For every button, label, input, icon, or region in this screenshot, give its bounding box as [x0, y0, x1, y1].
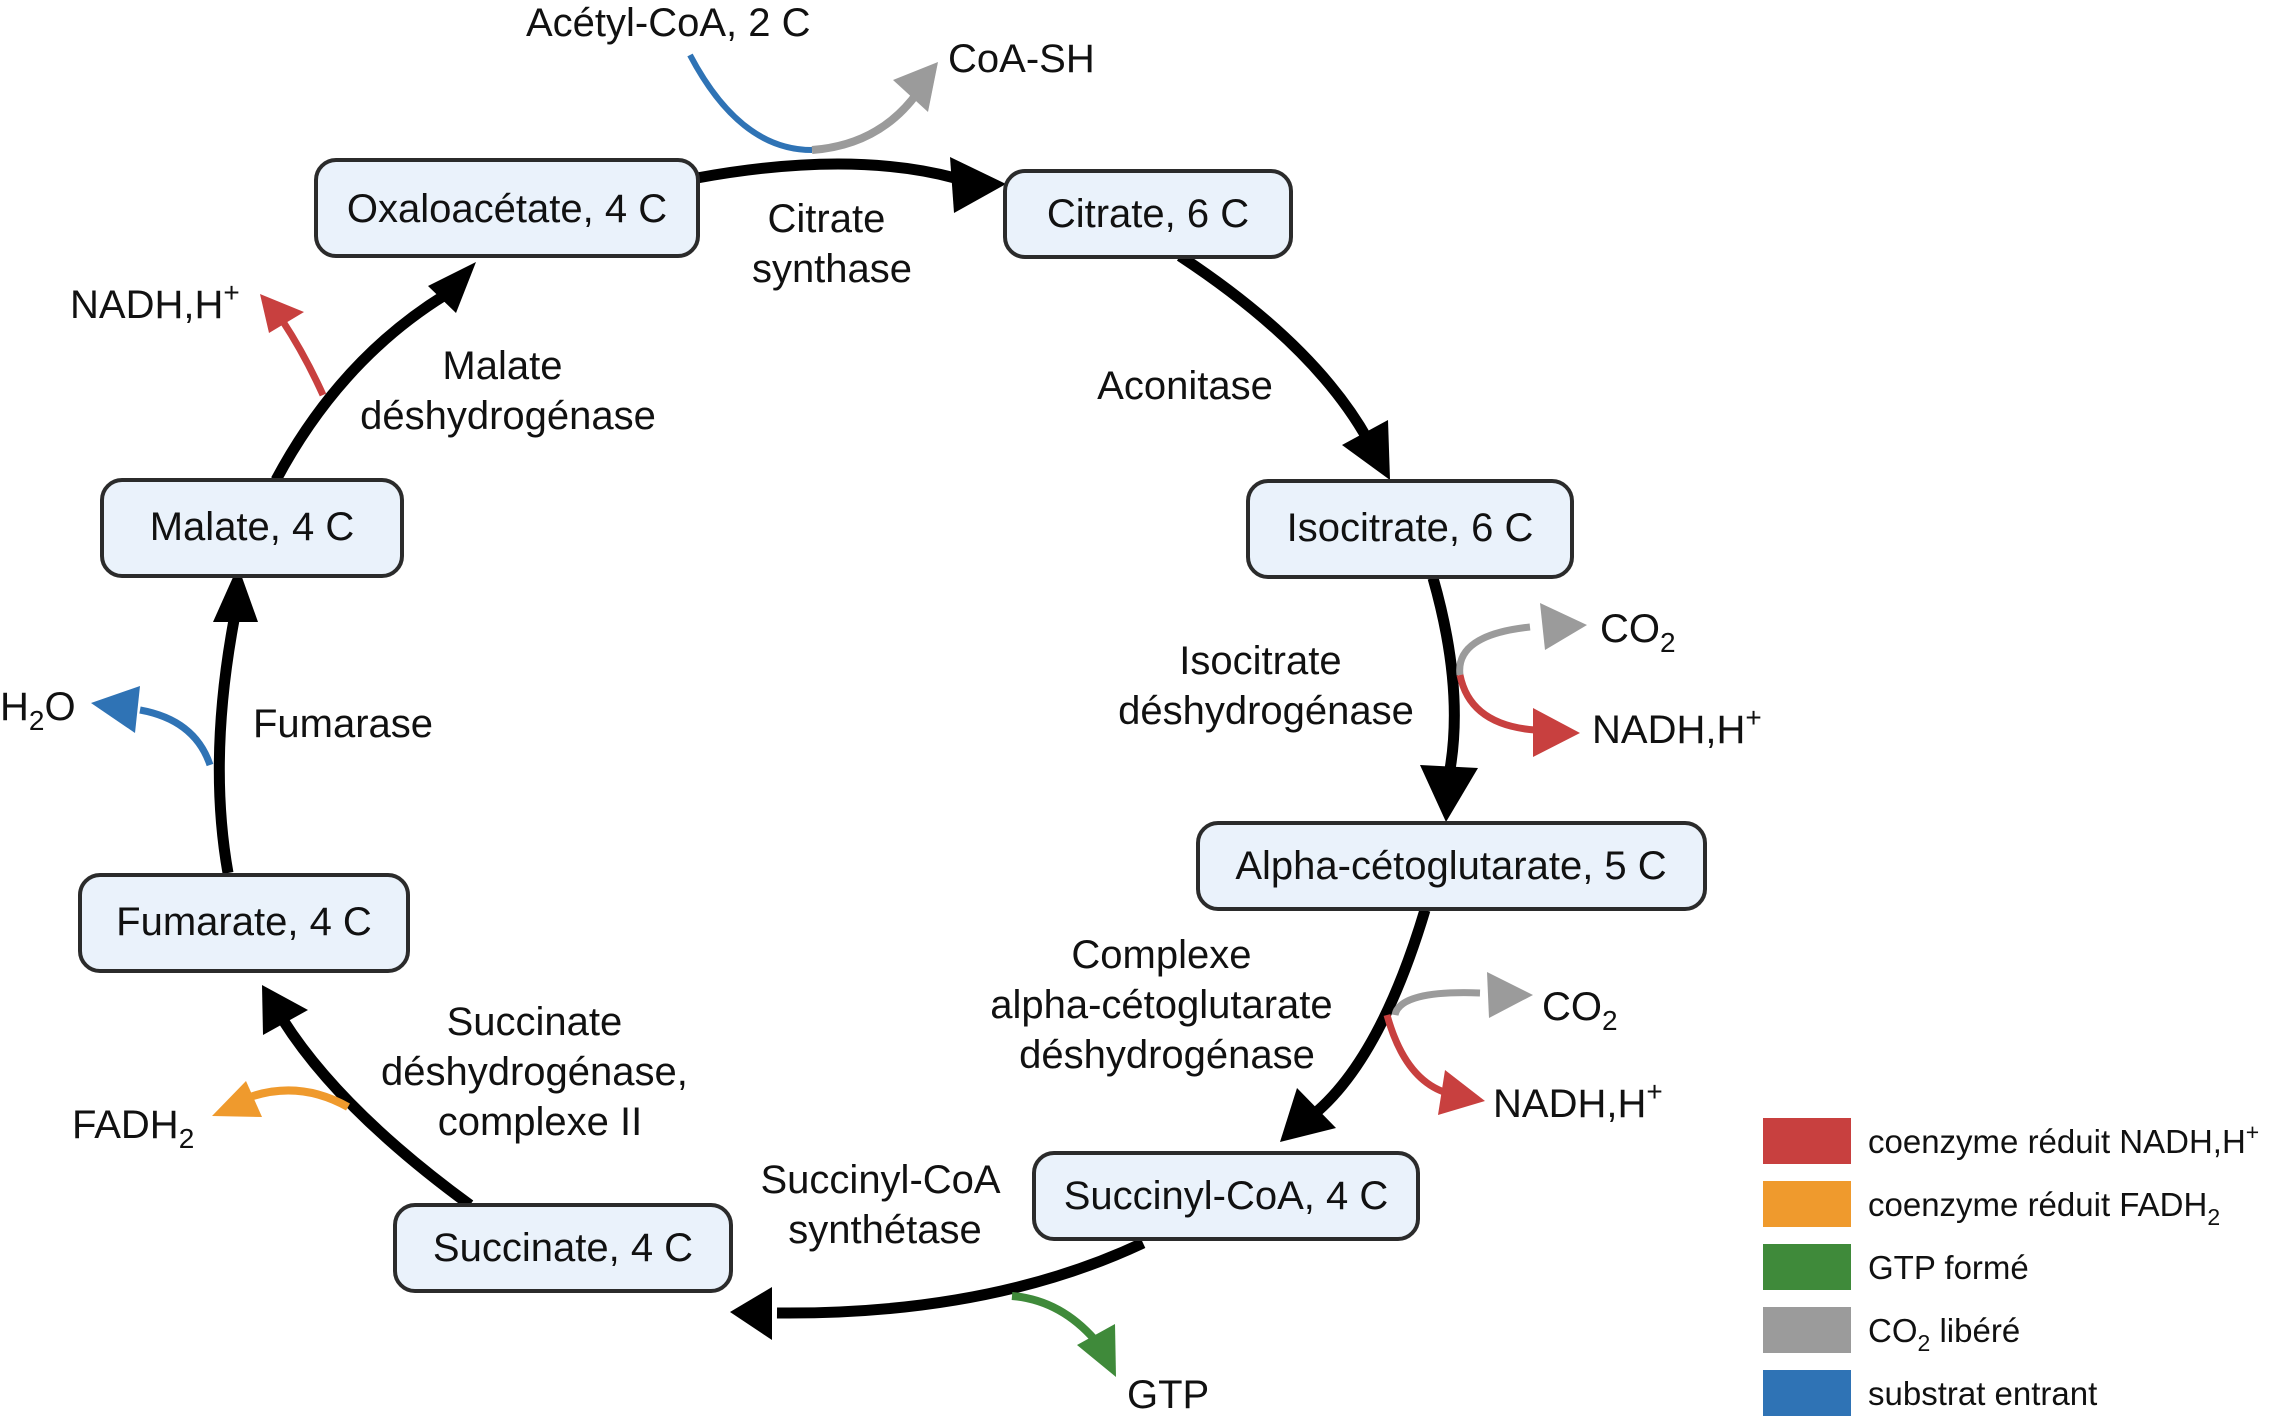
legend-label-co2: CO2 libéré [1868, 1312, 2020, 1356]
legend-swatch-nadh [1763, 1118, 1851, 1164]
fadh2-output-arrow [248, 1086, 350, 1111]
arrowhead-citrate [950, 157, 1006, 213]
co2-label-akg: CO2 [1542, 985, 1618, 1036]
node-label-oxaloacetate: Oxaloacétate, 4 C [347, 187, 667, 231]
akg-co2-arrow [1391, 989, 1481, 1017]
legend-swatch-gtp [1763, 1244, 1851, 1290]
node-label-alpha-ketoglutarate: Alpha-cétoglutarate, 5 C [1235, 844, 1666, 888]
enzyme-isocitrate-dehydrogenase: Isocitrate déshydrogénase [1118, 639, 1414, 733]
isocitrate-co2-arrowhead [1540, 603, 1587, 650]
legend-item: coenzyme réduit NADH,H+ [1763, 1118, 2259, 1164]
legend-label-nadh: coenzyme réduit NADH,H+ [1868, 1119, 2259, 1160]
node-succinate: Succinate, 4 C [393, 1203, 733, 1293]
co2-label-isocitrate: CO2 [1600, 607, 1676, 658]
enzyme-succinate-dehydrogenase: Succinate déshydrogénase, complexe II [381, 1000, 699, 1144]
nadh-label-isocitrate: NADH,H+ [1592, 702, 1762, 752]
node-succinyl-coa: Succinyl-CoA, 4 C [1032, 1151, 1420, 1241]
arrowhead-succinate [730, 1287, 772, 1340]
node-label-malate: Malate, 4 C [150, 505, 355, 549]
fadh2-arrowhead [212, 1081, 262, 1117]
gtp-label: GTP [1127, 1373, 1209, 1417]
enzyme-fumarase: Fumarase [253, 702, 433, 746]
enzyme-aconitase: Aconitase [1097, 364, 1273, 408]
acetyl-coa-label: Acétyl-CoA, 2 C [526, 1, 811, 45]
arrowhead-akg [1420, 765, 1478, 822]
gtp-arrowhead [1077, 1324, 1116, 1377]
legend-item: CO2 libéré [1763, 1307, 2020, 1356]
cycle-arrowheads [213, 157, 1478, 1340]
isocitrate-co2-arrow [1456, 623, 1531, 676]
legend-swatch-co2 [1763, 1307, 1851, 1353]
enzyme-succinyl-coa-synthetase: Succinyl-CoA synthétase [761, 1158, 1010, 1252]
coa-sh-arrowhead [893, 62, 938, 112]
isocitrate-nadh-arrowhead [1533, 708, 1580, 757]
h2o-output-arrow [139, 706, 214, 767]
enzyme-malate-dehydrogenase: Malate déshydrogénase [360, 344, 656, 438]
node-malate: Malate, 4 C [100, 478, 404, 578]
akg-nadh-arrowhead [1438, 1070, 1485, 1115]
node-oxaloacetate: Oxaloacétate, 4 C [314, 158, 700, 258]
arrowhead-fumarate [262, 985, 308, 1035]
node-isocitrate: Isocitrate, 6 C [1246, 479, 1574, 579]
arrowhead-malate [213, 566, 258, 622]
malate-nadh-arrowhead [260, 294, 304, 333]
node-label-succinyl-coa: Succinyl-CoA, 4 C [1064, 1174, 1389, 1218]
legend-item: GTP formé [1763, 1244, 2029, 1290]
node-label-isocitrate: Isocitrate, 6 C [1287, 506, 1534, 550]
arrow-fumarate-to-malate [213, 618, 240, 874]
coa-sh-label: CoA-SH [948, 37, 1095, 81]
legend-label-gtp: GTP formé [1868, 1249, 2029, 1286]
node-alpha-ketoglutarate: Alpha-cétoglutarate, 5 C [1196, 821, 1707, 911]
legend-label-substrate: substrat entrant [1868, 1375, 2097, 1412]
arrow-succinylcoa-to-succinate [776, 1238, 1146, 1319]
arrow-oxaloacetate-to-citrate [696, 158, 957, 184]
legend-swatch-fadh [1763, 1181, 1851, 1227]
node-citrate: Citrate, 6 C [1003, 169, 1293, 259]
arrow-malate-to-oxaloacetate [271, 290, 448, 483]
h2o-label: H2O [0, 685, 76, 736]
arrowhead-oxaloacetate [428, 262, 476, 313]
acetyl-coa-input-arrow [687, 53, 813, 153]
enzyme-akg-dehydrogenase-complex: Complexe alpha-cétoglutarate déshydrogén… [990, 933, 1344, 1077]
node-label-fumarate: Fumarate, 4 C [116, 900, 372, 944]
arrowhead-isocitrate [1342, 420, 1390, 480]
node-fumarate: Fumarate, 4 C [78, 873, 410, 973]
enzyme-citrate-synthase: Citrate synthase [752, 197, 912, 291]
legend-swatch-substrate [1763, 1370, 1851, 1416]
fadh2-label: FADH2 [72, 1103, 194, 1154]
legend-label-fadh: coenzyme réduit FADH2 [1868, 1186, 2220, 1230]
malate-nadh-arrow [279, 318, 327, 397]
akg-co2-arrowhead [1487, 972, 1533, 1018]
h2o-arrowhead [91, 686, 140, 733]
node-label-succinate: Succinate, 4 C [433, 1226, 693, 1270]
nadh-label-malate: NADH,H+ [70, 277, 240, 327]
gtp-output-arrow [1011, 1292, 1099, 1343]
arrow-akg-to-succinylcoa [1309, 908, 1431, 1120]
arrow-isocitrate-to-akg [1427, 576, 1460, 777]
coa-sh-output-arrow [811, 89, 922, 154]
legend-item: coenzyme réduit FADH2 [1763, 1181, 2220, 1230]
legend: coenzyme réduit NADH,H+ coenzyme réduit F… [1763, 1118, 2259, 1416]
nadh-label-akg: NADH,H+ [1493, 1076, 1663, 1126]
isocitrate-nadh-arrow [1456, 674, 1536, 734]
cycle-arrows [213, 158, 1460, 1319]
legend-item: substrat entrant [1763, 1370, 2097, 1416]
arrowhead-succinylcoa [1280, 1088, 1336, 1142]
node-label-citrate: Citrate, 6 C [1047, 192, 1249, 236]
akg-nadh-arrow [1383, 1014, 1449, 1097]
arrow-succinate-to-fumarate [278, 1017, 474, 1210]
arrow-citrate-to-isocitrate [1176, 251, 1373, 443]
